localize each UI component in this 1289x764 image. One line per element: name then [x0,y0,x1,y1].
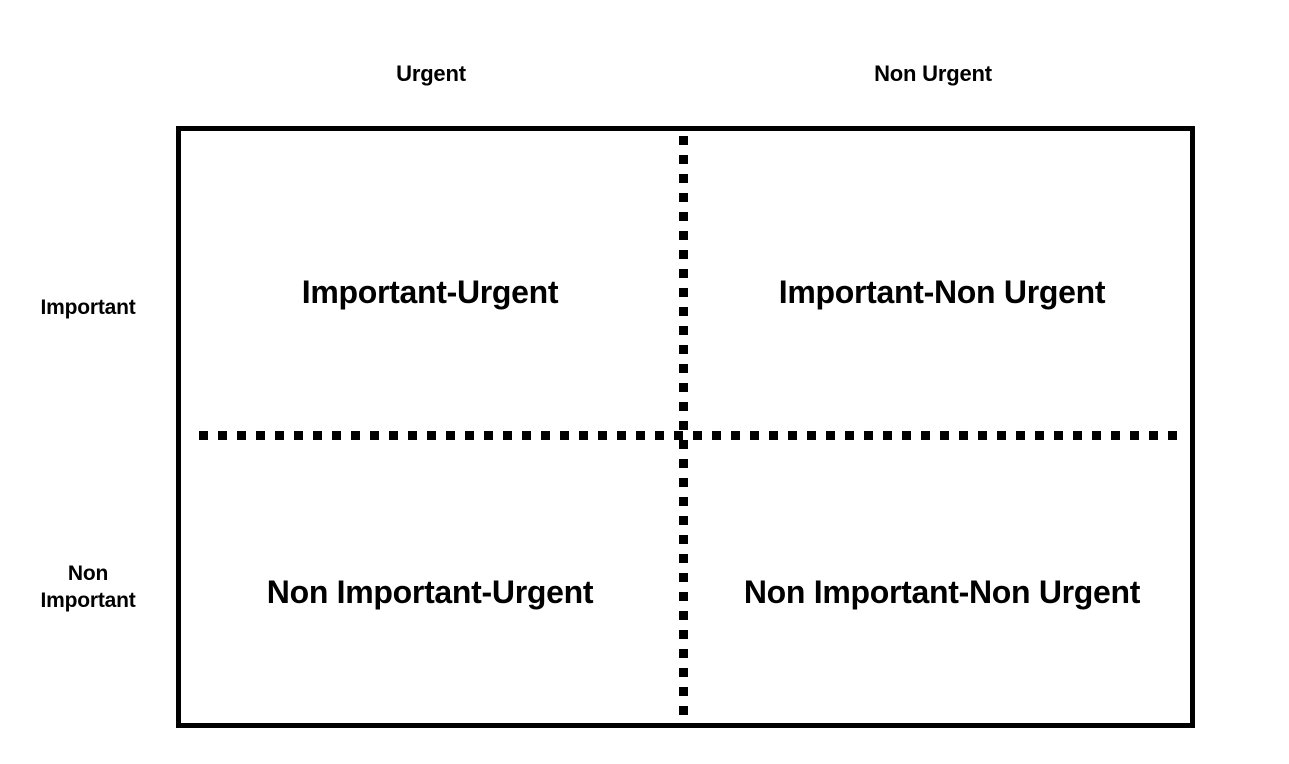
vertical-dotted-divider [679,136,688,719]
column-header-non-urgent: Non Urgent [874,61,992,86]
row-header-non-important-line-1: Non [67,562,109,585]
quadrant-label-non-important-urgent: Non Important-Urgent [266,574,594,610]
quadrant-label-important-urgent: Important-Urgent [301,274,559,310]
row-header-important: Important [0,294,176,321]
row-header-non-important: Non Important [0,560,176,614]
quadrant-label-non-important-non-urgent: Non Important-Non Urgent [743,574,1141,610]
horizontal-dotted-divider [199,431,1178,440]
quadrant-label-important-non-urgent: Important-Non Urgent [778,274,1106,310]
row-header-important-line-1: Important [40,296,136,319]
row-header-non-important-line-2: Important [40,589,136,612]
column-header-urgent: Urgent [396,61,466,86]
